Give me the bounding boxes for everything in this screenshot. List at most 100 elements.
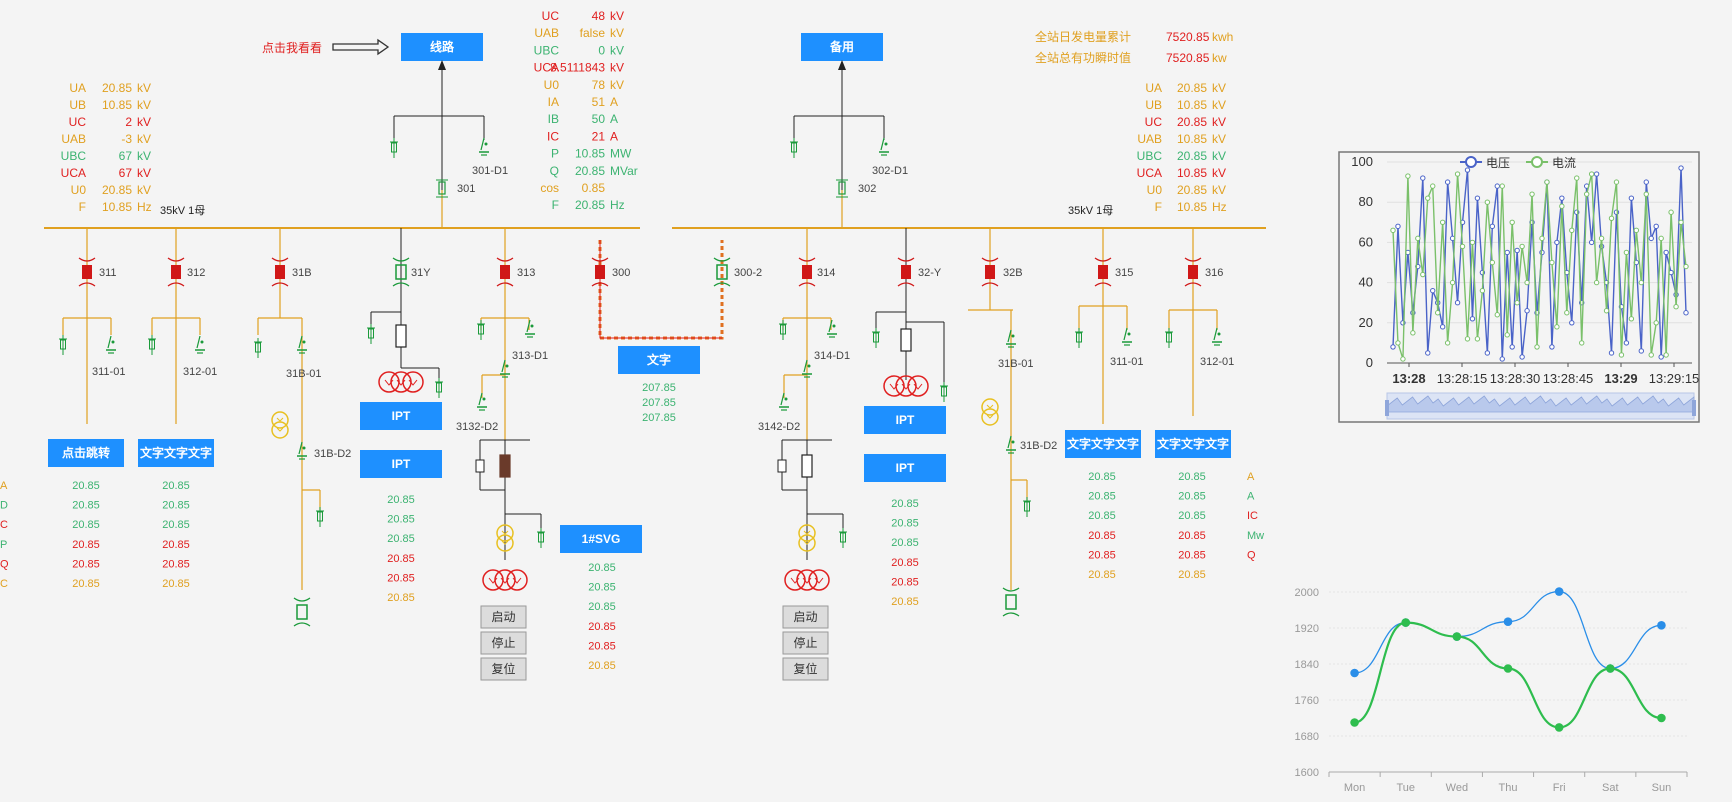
meter-value: 0 [598,43,605,57]
zoom-handle-left[interactable] [1385,400,1389,416]
data-point [1494,183,1500,189]
start-button[interactable]: 启动 [782,605,829,629]
three-winding-transformer-icon[interactable] [784,569,830,591]
data-point [1559,195,1565,201]
breaker-icon[interactable] [78,257,96,287]
yellow-transformer-icon[interactable] [496,524,514,552]
data-point [1459,243,1466,250]
svg1-button[interactable]: 1#SVG [560,525,642,553]
row-unit: Mw [1247,530,1264,542]
yellow-transformer-icon[interactable] [981,398,999,426]
earth-switch-icon[interactable] [1122,327,1132,346]
meter-unit: A [610,95,618,109]
x-tick-label: 13:28:15 [1437,371,1488,386]
data-point [1529,191,1535,197]
breaker-icon[interactable] [1094,257,1112,287]
breaker-icon[interactable] [591,257,609,287]
data-point [1401,618,1411,627]
stop-button[interactable]: 停止 [480,631,527,655]
start-button[interactable]: 启动 [480,605,527,629]
data-point [1499,183,1505,189]
earth-switch-icon[interactable] [477,392,487,411]
stop-button[interactable]: 停止 [782,631,829,655]
value-col315: 20.85 [1088,549,1116,561]
data-zoom-slider[interactable] [1385,392,1696,420]
total-power-label: 全站总有功瞬时值 [1035,50,1131,65]
legend-swatch-marker[interactable] [1531,156,1543,168]
capacitor-icon [940,382,948,402]
capacitor-icon [839,528,847,548]
ipt4-button[interactable]: IPT [864,454,946,482]
button-label: 文字 [647,352,671,367]
reset-button[interactable]: 复位 [782,657,829,681]
meter-label: UC [1145,115,1163,129]
meter-label: UCA [534,61,559,75]
ipt3-button[interactable]: IPT [864,406,946,434]
earth-switch-icon[interactable] [802,359,812,378]
spare-button[interactable]: 备用 [801,33,883,61]
reset-button[interactable]: 复位 [480,657,527,681]
data-point [1509,219,1515,226]
line-button[interactable]: 线路 [401,33,483,61]
data-point [1504,332,1510,338]
earth-switch-icon[interactable] [1006,435,1016,454]
breaker-closed-icon[interactable] [1002,587,1020,617]
text4a-button[interactable]: 文字文字文字 [138,439,214,467]
ipt2-button[interactable]: IPT [360,450,442,478]
value-text_box: 207.85 [642,412,676,424]
three-winding-transformer-icon[interactable] [378,371,424,393]
breaker-closed-icon[interactable] [392,257,410,287]
breaker-icon[interactable] [271,257,289,287]
meter-unit: MW [610,147,632,161]
meter-label: UA [69,81,86,95]
ipt1-button[interactable]: IPT [360,402,442,430]
click-hint[interactable]: 点击我看看 [262,41,322,55]
breaker-icon[interactable] [1184,257,1202,287]
value-ipt_r: 20.85 [891,557,919,569]
text4b-button[interactable]: 文字文字文字 [1065,430,1141,458]
earth-switch-icon[interactable] [879,137,889,156]
breaker-icon[interactable] [798,257,816,287]
earth-switch-icon[interactable] [827,319,837,338]
earth-switch-icon[interactable] [1006,329,1016,348]
legend-label[interactable]: 电流 [1552,156,1576,170]
data-point [1509,344,1515,350]
breaker-icon[interactable] [897,257,915,287]
button-label: IPT [392,409,411,423]
earth-switch-icon[interactable] [297,441,307,460]
legend-swatch-marker[interactable] [1465,156,1477,168]
data-point [1494,312,1500,318]
earth-switch-icon[interactable] [500,359,510,378]
breaker-icon[interactable] [496,257,514,287]
breaker-closed-icon[interactable] [713,257,731,287]
meter-label: UB [69,98,86,112]
value-col2: 20.85 [162,500,190,512]
text4c-button[interactable]: 文字文字文字 [1155,430,1231,458]
earth-switch-icon[interactable] [779,392,789,411]
three-winding-transformer-icon[interactable] [883,375,929,397]
data-point [1469,316,1476,322]
legend-label[interactable]: 电压 [1486,156,1510,170]
zoom-handle-right[interactable] [1692,400,1696,416]
breaker-icon[interactable] [981,257,999,287]
earth-switch-icon[interactable] [1212,327,1222,346]
row-unit: A [1247,471,1255,483]
breaker-closed-icon[interactable] [293,597,311,627]
earth-switch-icon[interactable] [297,335,307,354]
value-col315: 20.85 [1088,510,1116,522]
yellow-transformer-icon[interactable] [798,524,816,552]
data-point [1474,336,1481,342]
earth-switch-icon[interactable] [106,335,116,354]
earth-switch-icon[interactable] [525,319,535,338]
breaker-icon[interactable] [167,257,185,287]
text-box-button[interactable]: 文字 [618,346,700,374]
earth-switch-icon[interactable] [479,137,489,156]
earth-switch-icon[interactable] [195,335,205,354]
click-jump-button[interactable]: 点击跳转 [48,439,124,467]
yellow-transformer-icon[interactable] [271,411,289,439]
three-winding-transformer-icon[interactable] [482,569,528,591]
data-point [1489,223,1496,230]
meter-label: F [79,200,86,214]
capacitor-icon [537,528,545,548]
